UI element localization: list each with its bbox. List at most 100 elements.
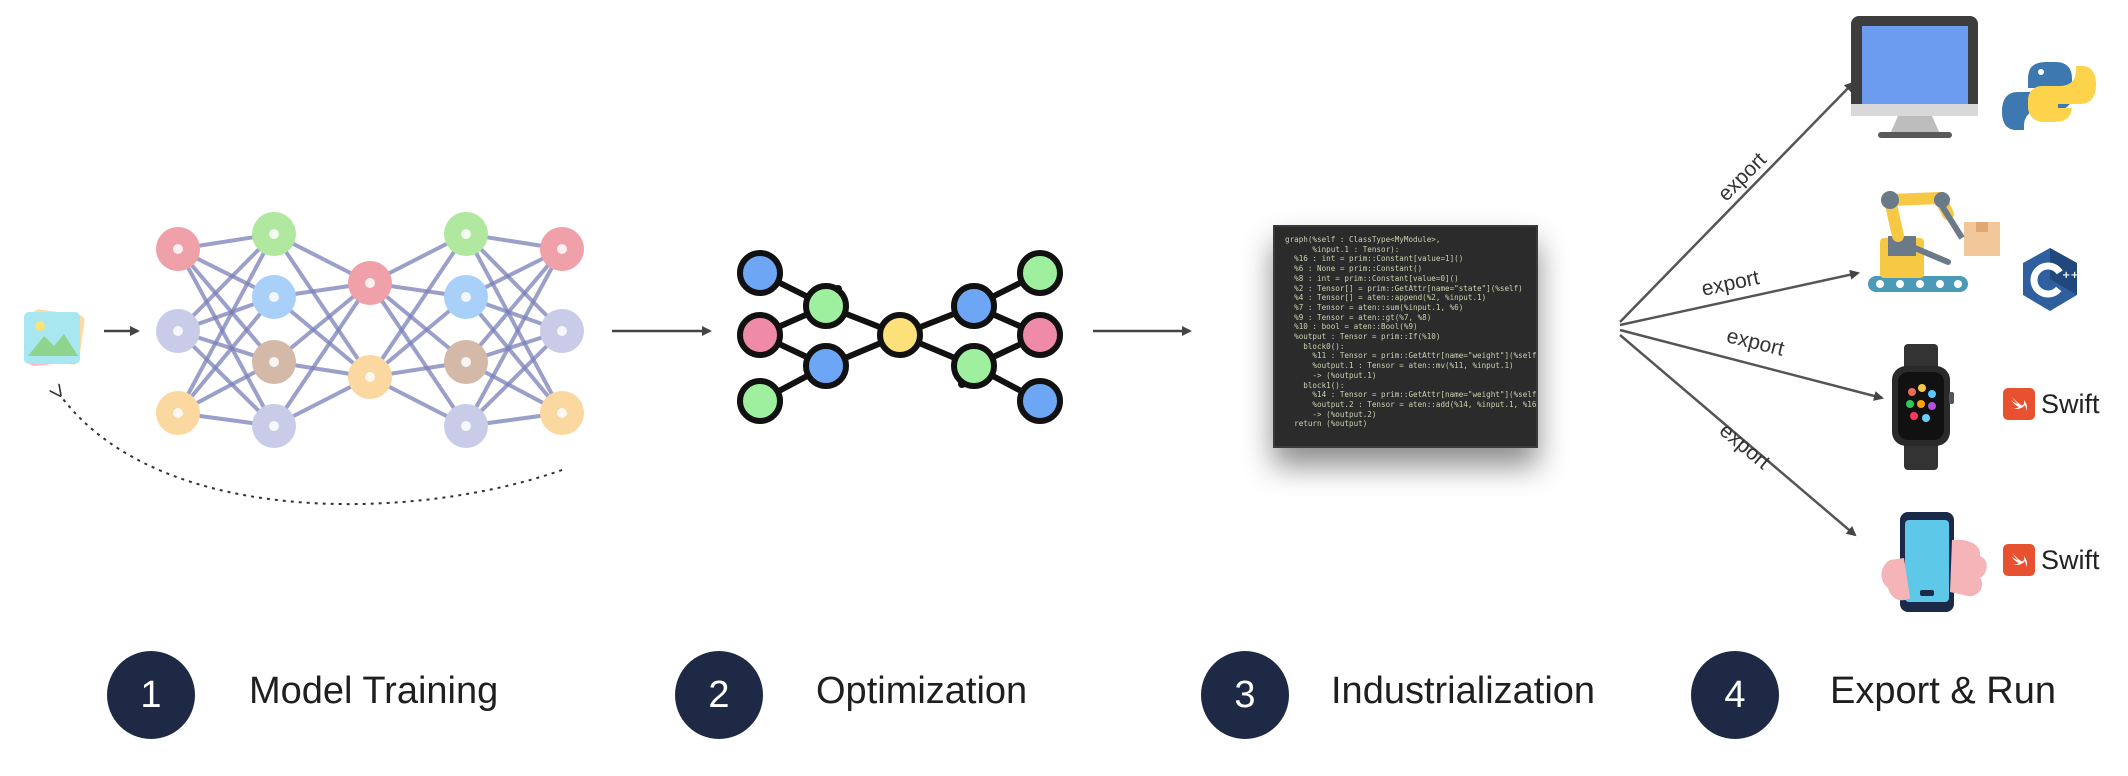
export-arrow-phone <box>1619 334 1857 537</box>
step-1-circle: 1 <box>107 651 195 739</box>
optimized-node-dot <box>834 285 842 293</box>
network-edge <box>272 232 372 379</box>
training-neural-network <box>156 212 584 448</box>
network-node-center <box>557 408 567 418</box>
optimized-node <box>803 343 849 389</box>
step-3-circle: 3 <box>1201 651 1289 739</box>
desktop-monitor-icon <box>1851 16 1978 138</box>
input-images-icon <box>24 309 85 366</box>
code-line: -> (%output.2) <box>1285 409 1377 419</box>
svg-text:++: ++ <box>2062 270 2079 281</box>
code-line: block0(): <box>1285 341 1345 351</box>
network-edge <box>176 233 276 414</box>
code-line: %8 : int = prim::Constant[value=0]() <box>1285 273 1459 283</box>
code-line: %14 : Tensor = prim::GetAttr[name="weigh… <box>1285 390 1538 400</box>
network-node-center <box>173 326 183 336</box>
optimized-node <box>737 378 783 424</box>
swift-badge-watch: Swift <box>2003 388 2100 420</box>
optimized-node <box>951 283 997 329</box>
code-line: %6 : None = prim::Constant() <box>1285 264 1423 274</box>
network-edge <box>176 329 276 428</box>
network-edge <box>464 295 564 415</box>
network-node-center <box>557 326 567 336</box>
optimized-node <box>737 312 783 358</box>
torchscript-graph-code: graph(%self : ClassType<MyModule>, %inpu… <box>1273 225 1538 448</box>
network-edge <box>464 247 564 364</box>
export-arrow-watch <box>1619 328 1884 401</box>
code-line: %11 : Tensor = prim::GetAttr[name="weigh… <box>1285 351 1538 361</box>
smartphone-icon <box>1881 512 1987 612</box>
network-node-center <box>365 278 375 288</box>
network-edge <box>176 232 276 333</box>
optimized-node <box>951 343 997 389</box>
network-edge <box>272 281 372 428</box>
network-node-center <box>173 244 183 254</box>
optimized-network <box>737 250 1063 424</box>
python-logo-icon <box>2002 62 2096 131</box>
code-line: %output : Tensor = prim::If(%10) <box>1285 332 1441 342</box>
code-line: %input.1 : Tensor): <box>1285 244 1400 254</box>
network-node-center <box>269 229 279 239</box>
step-4-number: 4 <box>1724 673 1746 716</box>
swift-label: Swift <box>2041 388 2100 419</box>
swift-badge-phone: Swift <box>2003 544 2100 576</box>
export-arrow-robot <box>1619 269 1860 327</box>
industrial-robot-icon <box>1868 191 2000 292</box>
swift-logo-icon <box>2003 544 2035 576</box>
optimized-node <box>877 312 923 358</box>
swift-label: Swift <box>2041 544 2100 575</box>
network-node-center <box>461 229 471 239</box>
network-edge <box>464 233 564 414</box>
code-line: return (%output) <box>1285 419 1368 429</box>
code-line: %2 : Tensor[] = prim::GetAttr[name="stat… <box>1285 283 1523 293</box>
network-node-center <box>461 292 471 302</box>
smartwatch-icon <box>1892 344 1954 470</box>
network-edge <box>368 232 468 379</box>
swift-logo-icon <box>2003 388 2035 420</box>
export-arrows <box>1619 81 1884 537</box>
code-line: %4 : Tensor[] = aten::append(%2, %input.… <box>1285 293 1487 303</box>
code-line: -> (%output.1) <box>1285 370 1377 380</box>
step-1-label: Model Training <box>249 670 499 712</box>
optimized-node <box>1017 312 1063 358</box>
code-line: %10 : bool = aten::Bool(%9) <box>1285 322 1418 332</box>
network-node-center <box>461 357 471 367</box>
step-1-number: 1 <box>140 673 162 716</box>
network-edge <box>464 232 564 333</box>
code-line: graph(%self : ClassType<MyModule>, <box>1285 235 1441 244</box>
network-edge <box>176 295 276 415</box>
network-edge <box>176 248 276 427</box>
optimized-node <box>1017 250 1063 296</box>
code-line: %16 : int = prim::Constant[value=1]() <box>1285 254 1464 264</box>
network-node-center <box>269 357 279 367</box>
code-line: %7 : Tensor = aten::sum(%input.1, %6) <box>1285 302 1464 312</box>
optimized-node-dot <box>958 380 966 388</box>
network-node-center <box>461 421 471 431</box>
step-4-circle: 4 <box>1691 651 1779 739</box>
step-2-circle: 2 <box>675 651 763 739</box>
step-2-label: Optimization <box>816 670 1028 712</box>
network-node-center <box>269 292 279 302</box>
step-3-number: 3 <box>1234 673 1256 716</box>
network-edge <box>368 281 468 428</box>
code-line: %output.1 : Tensor = aten::mv(%11, %inpu… <box>1285 361 1514 371</box>
network-node-center <box>269 421 279 431</box>
optimized-node <box>803 283 849 329</box>
network-edge <box>176 247 276 364</box>
network-edge <box>464 248 564 427</box>
optimized-node <box>1017 378 1063 424</box>
network-node-center <box>173 408 183 418</box>
step-3-label: Industrialization <box>1331 670 1596 712</box>
training-feedback-loop <box>60 395 563 506</box>
cpp-logo-icon: ++ <box>2023 248 2079 311</box>
export-arrow-desktop <box>1619 81 1855 323</box>
step-2-number: 2 <box>708 673 730 716</box>
code-line: %output.2 : Tensor = aten::add(%14, %inp… <box>1285 399 1538 409</box>
network-edge <box>464 329 564 428</box>
network-node-center <box>557 244 567 254</box>
step-4-label: Export & Run <box>1830 670 2056 712</box>
optimized-node <box>737 250 783 296</box>
code-line: %9 : Tensor = aten::gt(%7, %8) <box>1285 312 1432 322</box>
code-line: block1(): <box>1285 380 1345 390</box>
